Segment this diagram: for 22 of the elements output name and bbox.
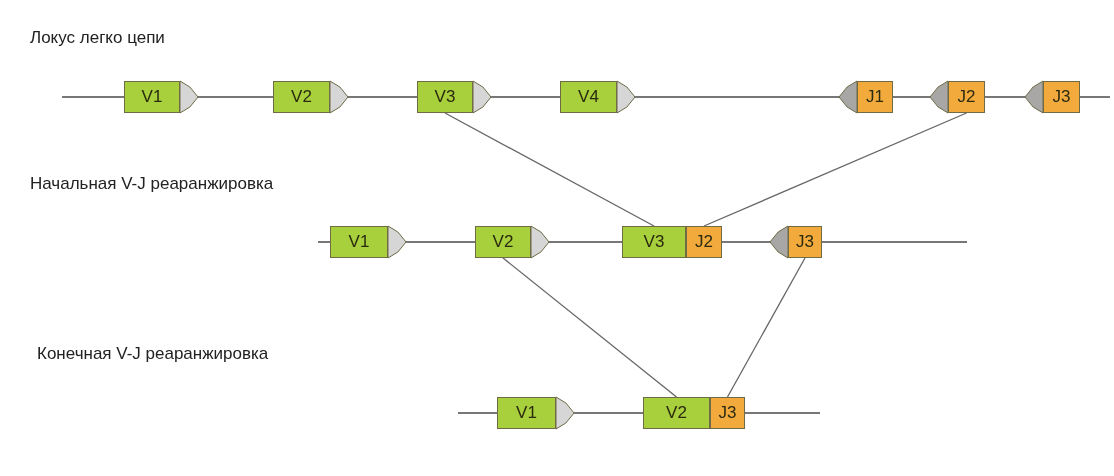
v-segment: V1 (330, 226, 388, 258)
connecting-line (703, 112, 968, 227)
connecting-line (726, 257, 806, 398)
j-segment: J2 (686, 226, 722, 258)
j-segment: J2 (948, 81, 985, 113)
v-segment: V2 (273, 81, 330, 113)
v-segment: V1 (497, 397, 556, 429)
j-segment: J3 (788, 226, 822, 258)
row-heading: Начальная V-J реаранжировка (30, 174, 274, 194)
connecting-line (444, 112, 655, 227)
row-heading: Конечная V-J реаранжировка (37, 344, 269, 364)
j-segment: J3 (710, 397, 745, 429)
v-segment: V2 (643, 397, 710, 429)
row-heading: Локус легко цепи (30, 28, 165, 48)
v-segment: V3 (417, 81, 473, 113)
v-segment: V3 (622, 226, 686, 258)
j-segment: J3 (1043, 81, 1080, 113)
v-segment: V1 (124, 81, 180, 113)
v-segment: V4 (560, 81, 617, 113)
j-segment: J1 (857, 81, 893, 113)
connecting-line (502, 257, 678, 398)
v-segment: V2 (475, 226, 531, 258)
